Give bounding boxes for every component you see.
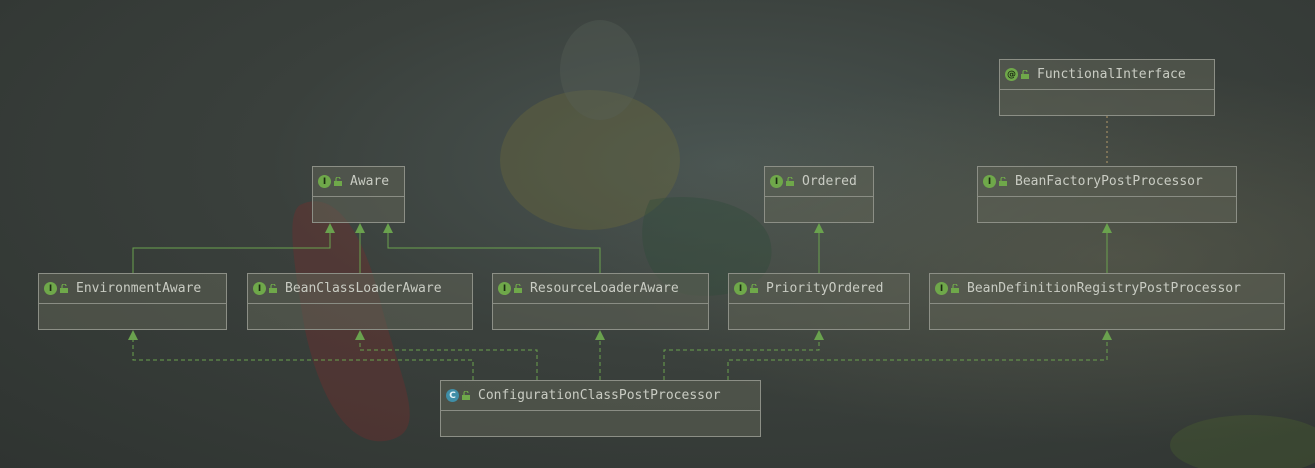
node-bean-definition-registry-post-processor[interactable]: I BeanDefinitionRegistryPostProcessor <box>929 273 1285 330</box>
arrowhead <box>355 330 365 340</box>
node-label: BeanClassLoaderAware <box>285 281 442 296</box>
unlock-icon <box>786 177 794 186</box>
node-priority-ordered[interactable]: I PriorityOrdered <box>728 273 910 330</box>
arrowhead <box>814 330 824 340</box>
unlock-icon <box>750 284 758 293</box>
unlock-icon <box>999 177 1007 186</box>
edge-resource-loader-aware-aware <box>387 224 601 273</box>
interface-icon: I <box>318 175 331 188</box>
interface-icon: I <box>983 175 996 188</box>
edge-ccpp-bean-class-loader-aware <box>359 331 538 380</box>
node-label: FunctionalInterface <box>1037 67 1186 82</box>
arrowhead <box>355 223 365 233</box>
edge-ccpp-priority-ordered <box>663 331 820 380</box>
arrowhead <box>1102 330 1112 340</box>
arrowhead <box>128 330 138 340</box>
arrowhead <box>325 223 335 233</box>
unlock-icon <box>1021 70 1029 79</box>
node-bean-class-loader-aware[interactable]: I BeanClassLoaderAware <box>247 273 473 330</box>
node-label: Ordered <box>802 174 857 189</box>
interface-icon: I <box>44 282 57 295</box>
node-label: EnvironmentAware <box>76 281 202 296</box>
interface-icon: I <box>498 282 511 295</box>
arrowhead <box>1102 223 1112 233</box>
arrowhead <box>814 223 824 233</box>
class-icon: C <box>446 389 459 402</box>
unlock-icon <box>334 177 342 186</box>
edge-ccpp-bdrpp <box>727 331 1108 380</box>
node-functional-interface[interactable]: @ FunctionalInterface <box>999 59 1215 116</box>
interface-icon: I <box>935 282 948 295</box>
arrowhead <box>595 330 605 340</box>
node-resource-loader-aware[interactable]: I ResourceLoaderAware <box>492 273 709 330</box>
node-aware[interactable]: I Aware <box>312 166 405 223</box>
node-environment-aware[interactable]: I EnvironmentAware <box>38 273 227 330</box>
node-label: PriorityOrdered <box>766 281 884 296</box>
edge-ccpp-environment-aware <box>132 331 474 380</box>
interface-icon: I <box>734 282 747 295</box>
unlock-icon <box>60 284 68 293</box>
unlock-icon <box>951 284 959 293</box>
node-label: ResourceLoaderAware <box>530 281 679 296</box>
node-bean-factory-post-processor[interactable]: I BeanFactoryPostProcessor <box>977 166 1237 223</box>
edge-environment-aware-aware <box>132 224 331 273</box>
node-label: BeanDefinitionRegistryPostProcessor <box>967 281 1241 296</box>
interface-icon: I <box>253 282 266 295</box>
arrowhead <box>383 223 393 233</box>
node-configuration-class-post-processor[interactable]: C ConfigurationClassPostProcessor <box>440 380 761 437</box>
unlock-icon <box>462 391 470 400</box>
node-label: Aware <box>350 174 390 189</box>
unlock-icon <box>514 284 522 293</box>
interface-icon: I <box>770 175 783 188</box>
node-label: ConfigurationClassPostProcessor <box>478 388 721 403</box>
annotation-icon: @ <box>1005 68 1018 81</box>
unlock-icon <box>269 284 277 293</box>
node-label: BeanFactoryPostProcessor <box>1015 174 1203 189</box>
node-ordered[interactable]: I Ordered <box>764 166 874 223</box>
